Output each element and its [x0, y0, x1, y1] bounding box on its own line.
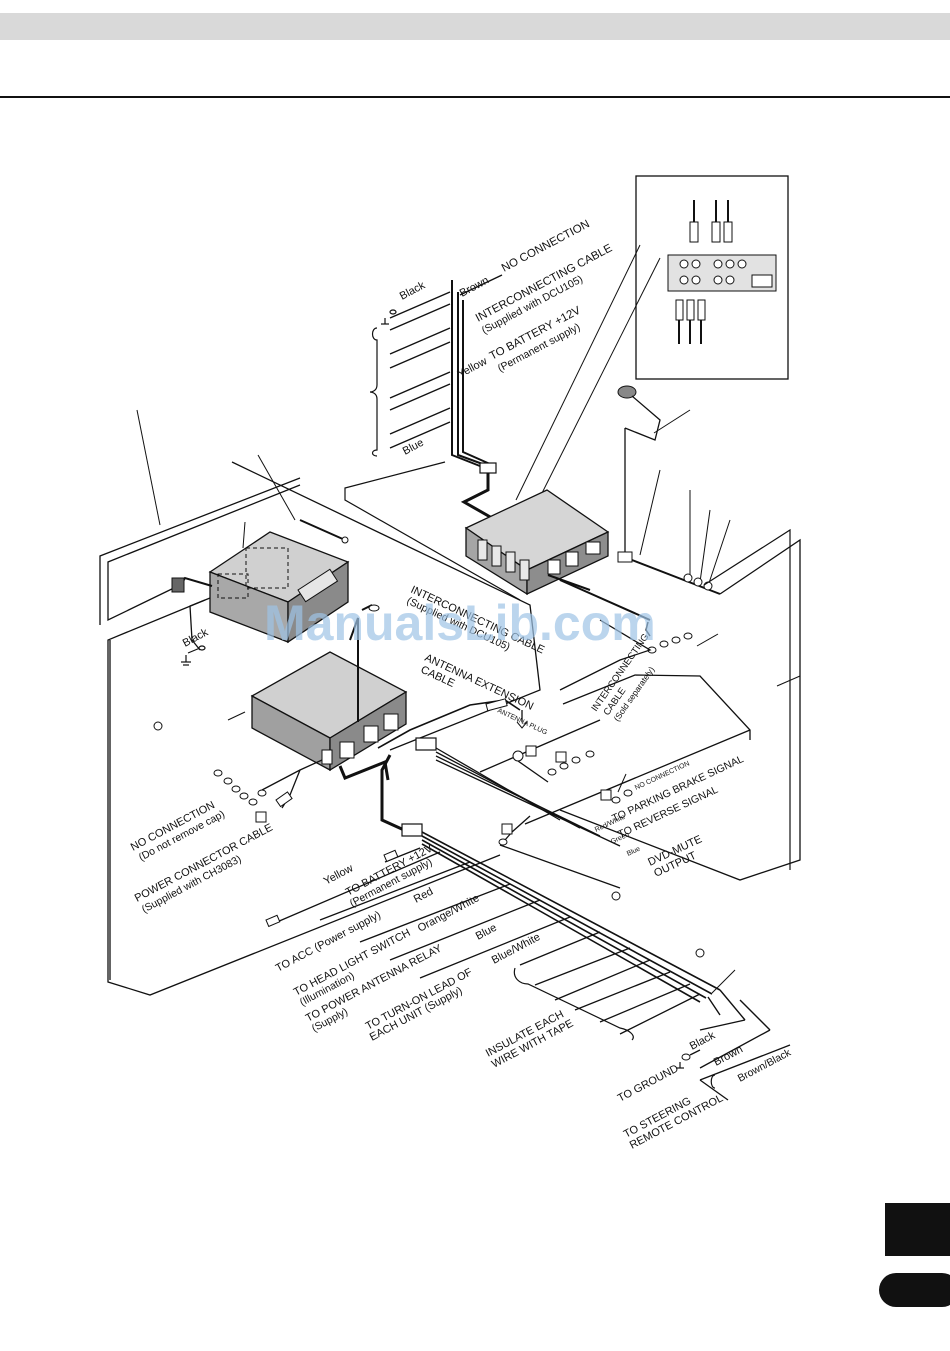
brown-black-label: Brown/Black [736, 1046, 794, 1084]
acc-label: TO ACC (Power supply) [274, 909, 383, 975]
mid-harness [415, 619, 719, 847]
brown-top-label: Brown [458, 274, 491, 299]
cd-changer-unit [136, 409, 350, 651]
ground-label: TO GROUND [616, 1063, 681, 1105]
ground-symbol-bottom [676, 1062, 684, 1069]
black-top-label: Black [398, 279, 428, 302]
interconnecting-dcu-label-1: INTERCONNECTING CABLE [474, 242, 615, 324]
ground-symbol-top [381, 309, 397, 325]
blue-small-label: Blue [626, 846, 642, 858]
section-tab-pill [879, 1273, 950, 1307]
lower-harness [265, 754, 791, 1101]
reference-markers [153, 721, 705, 958]
black-ground-left-label: Black [181, 626, 211, 649]
section-tab-square [885, 1203, 950, 1256]
header-band [0, 13, 950, 40]
header-rule [0, 96, 950, 98]
rca-inset [515, 175, 789, 506]
watermark: ManualsLib.com [264, 595, 656, 651]
head-unit [213, 604, 528, 809]
ground-symbol-left [181, 645, 206, 666]
black-bottom-label: Black [688, 1029, 718, 1052]
yellow-top-label: Yellow [456, 355, 489, 380]
outer-loops [99, 461, 751, 996]
dcu-unit [464, 489, 651, 621]
blue-white-label: Blue/White [490, 931, 543, 967]
top-harness [344, 274, 521, 601]
blue-top-label: Blue [401, 437, 426, 458]
microphone [559, 385, 801, 881]
